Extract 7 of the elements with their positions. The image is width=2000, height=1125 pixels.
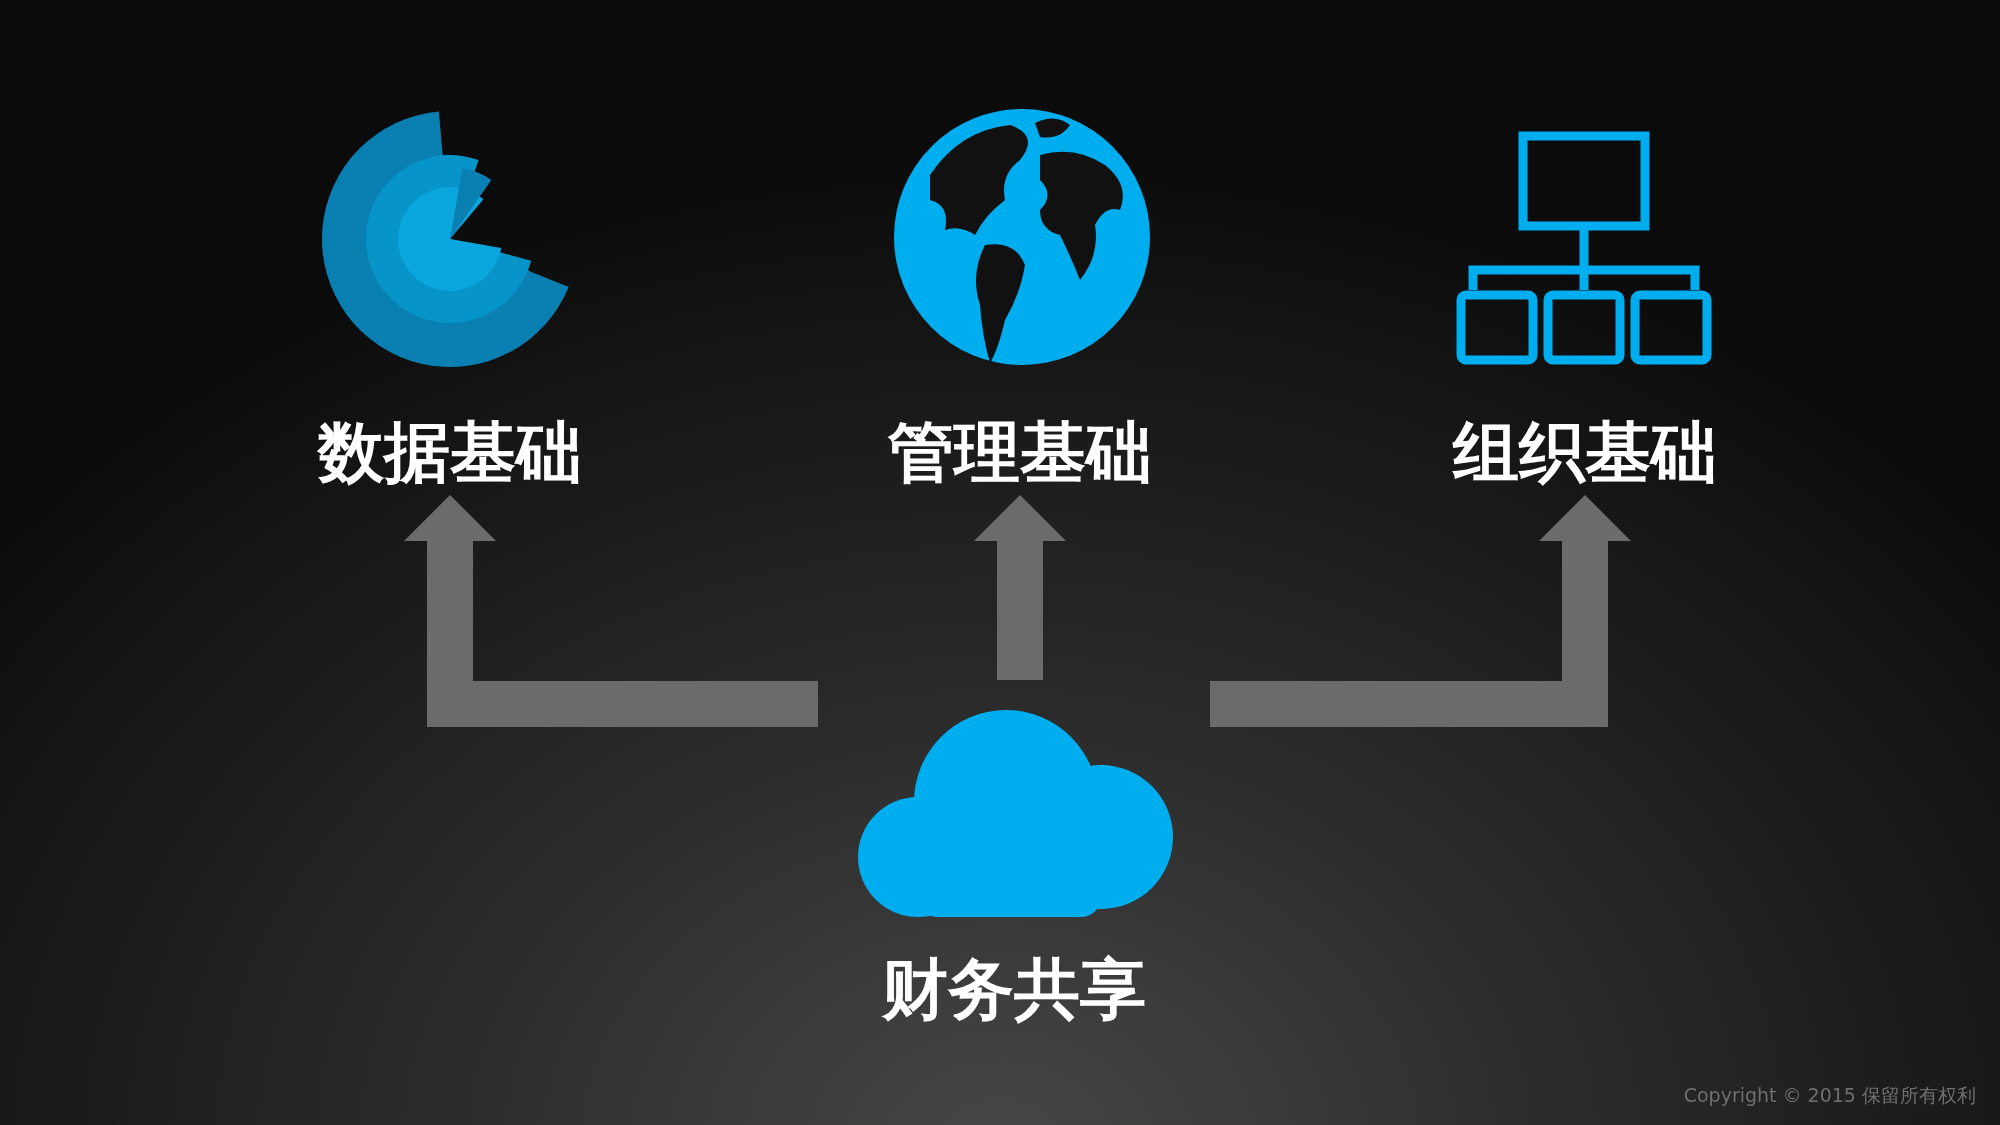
block-arrow	[404, 495, 818, 727]
copyright-note: Copyright © 2015 保留所有权利	[1683, 1083, 1976, 1108]
node-label: 组织基础	[1451, 420, 1718, 486]
node-label: 数据基础	[316, 420, 583, 486]
node-label: 管理基础	[887, 420, 1153, 486]
block-arrow	[974, 495, 1066, 680]
block-arrow	[1210, 495, 1631, 727]
